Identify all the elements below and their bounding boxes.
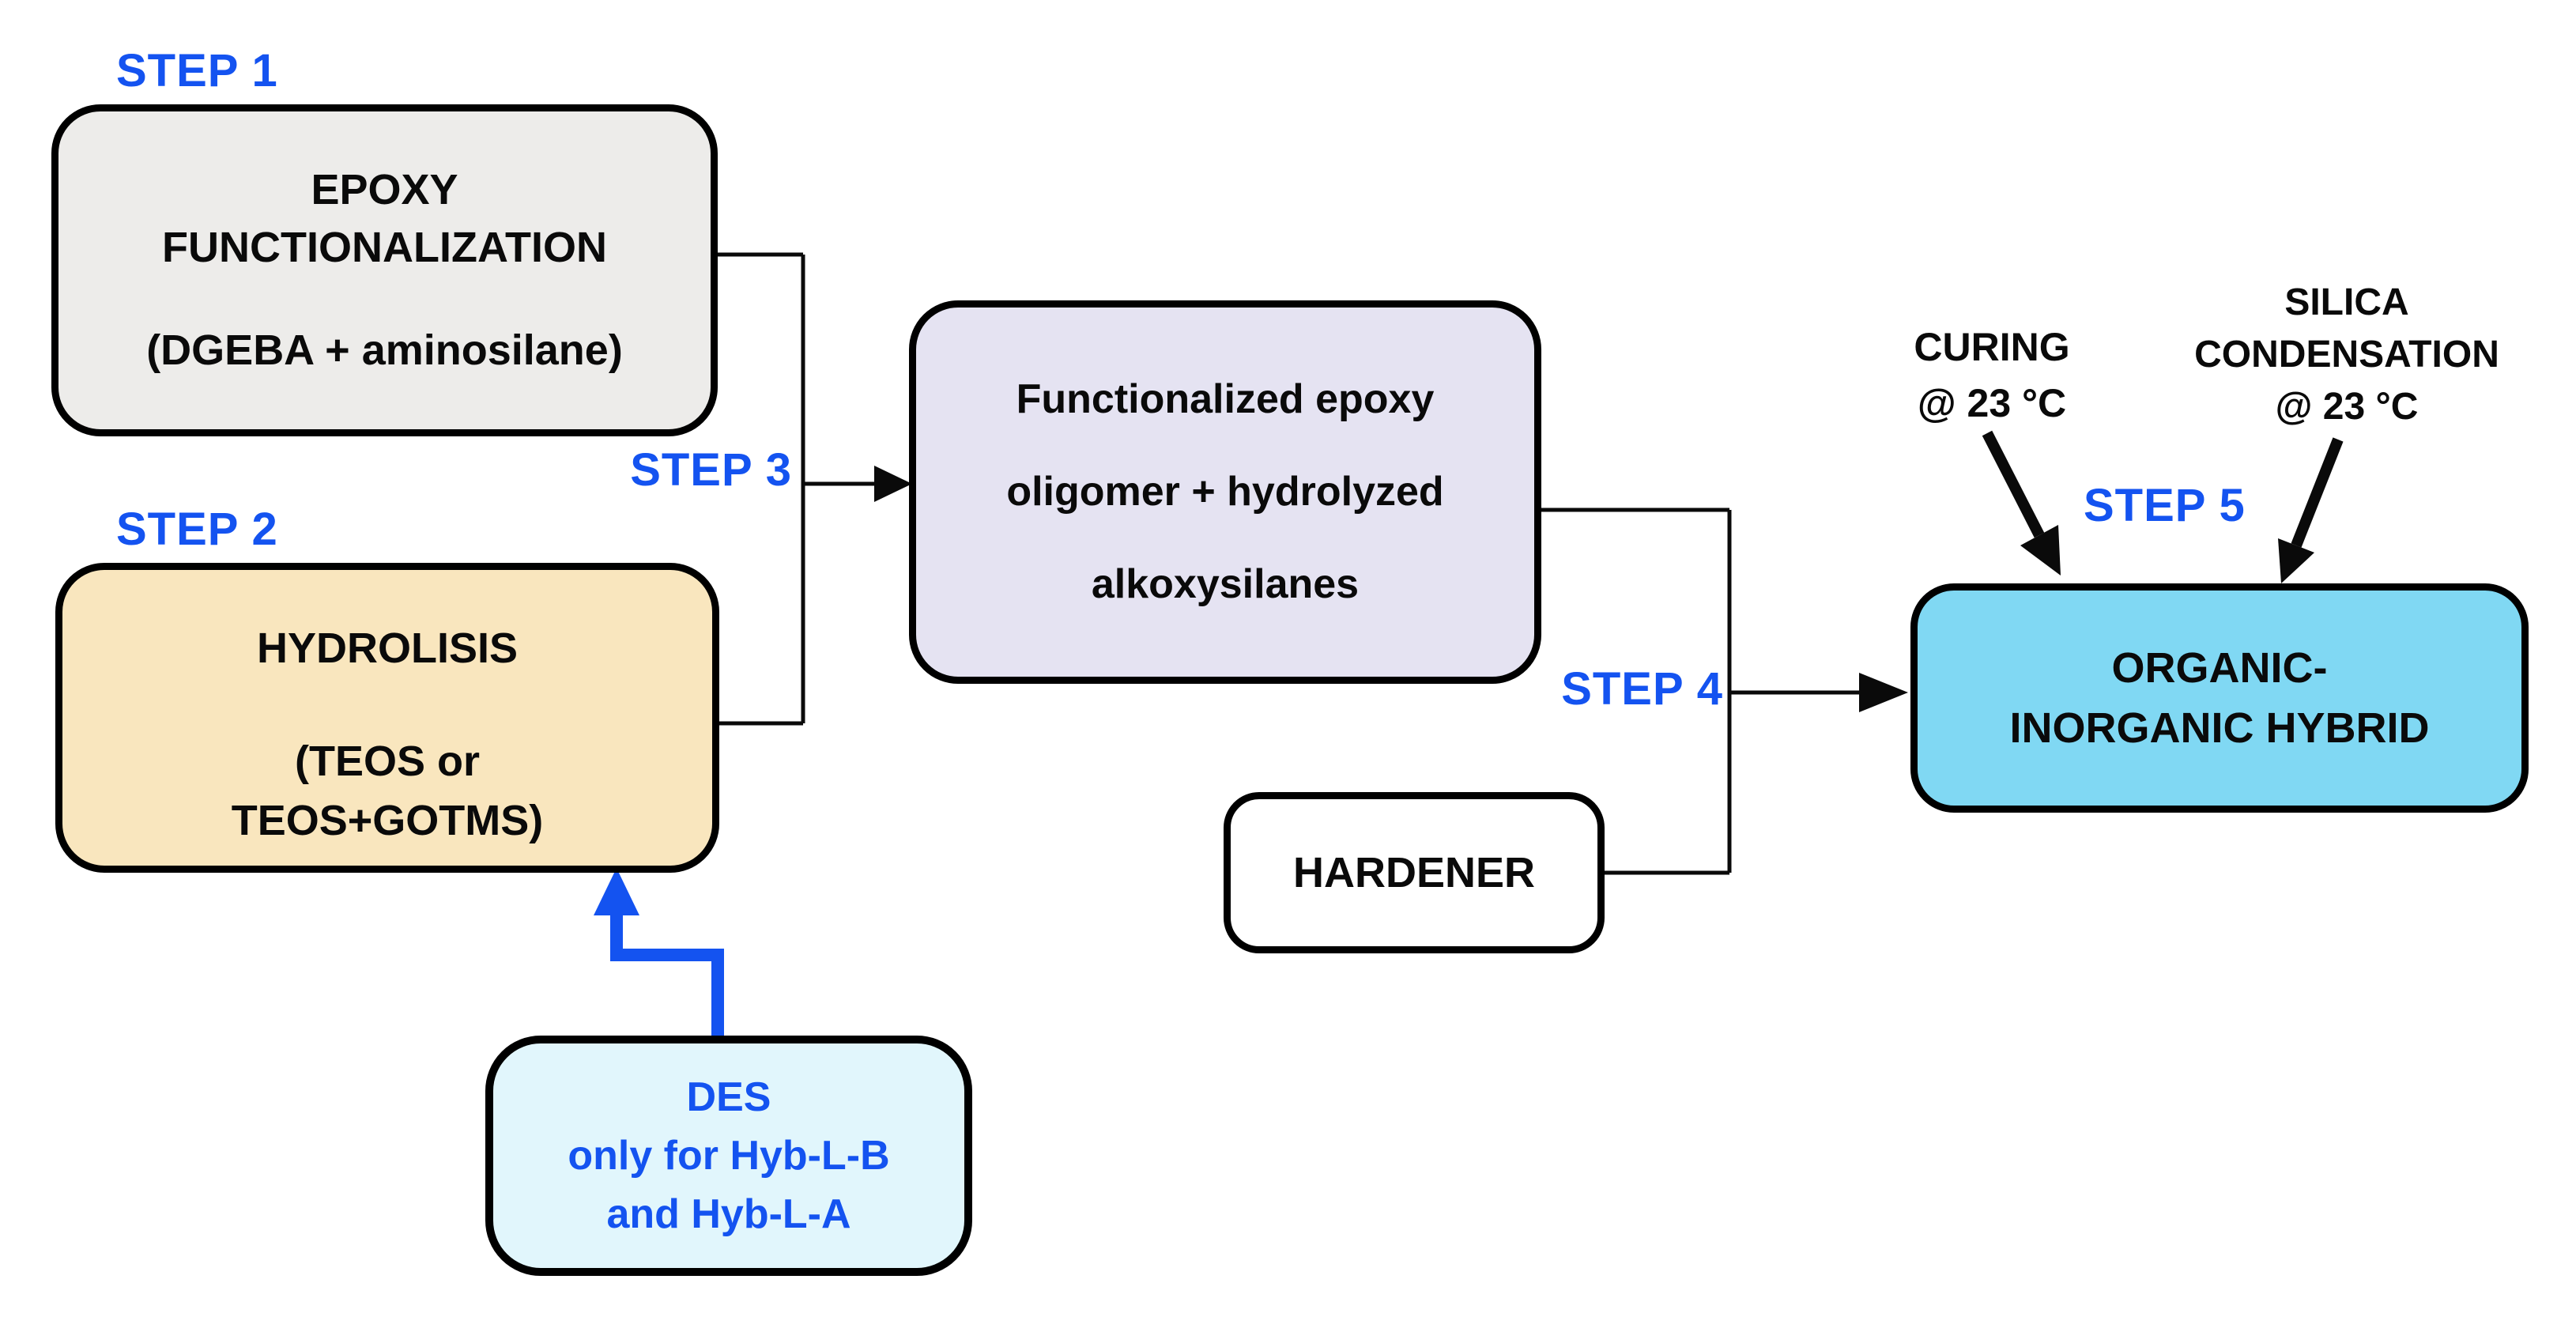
des-box-line: and Hyb-L-A bbox=[606, 1191, 851, 1237]
oligomer-box-line: oligomer + hydrolyzed bbox=[1006, 469, 1444, 515]
functionalized-oligomer-box: Functionalized epoxy oligomer + hydrolyz… bbox=[909, 300, 1541, 684]
step4-label: STEP 4 bbox=[1561, 663, 1723, 715]
organic-inorganic-hybrid-box: ORGANIC- INORGANIC HYBRID bbox=[1910, 583, 2529, 813]
des-arrow-line bbox=[610, 913, 724, 1037]
des-box-line: only for Hyb-L-B bbox=[568, 1133, 890, 1179]
epoxy-box-line: (DGEBA + aminosilane) bbox=[146, 326, 623, 374]
hydrolisis-box-line: (TEOS or bbox=[294, 737, 480, 785]
step2-label: STEP 2 bbox=[116, 504, 278, 555]
des-arrowhead-icon bbox=[594, 868, 639, 915]
oligomer-box-line: alkoxysilanes bbox=[1091, 561, 1360, 607]
silica-line: SILICA bbox=[2284, 281, 2409, 323]
des-box: DES only for Hyb-L-B and Hyb-L-A bbox=[485, 1036, 972, 1276]
curing-arrowhead-icon bbox=[2020, 525, 2061, 575]
curing-line: CURING bbox=[1914, 325, 2070, 369]
condensation-line: CONDENSATION bbox=[2194, 334, 2499, 375]
step4-arrowhead-icon bbox=[1859, 673, 1908, 712]
hydrolisis-box-line: TEOS+GOTMS) bbox=[231, 796, 544, 844]
silica-arrowhead-icon bbox=[2278, 538, 2314, 583]
step5-label: STEP 5 bbox=[2084, 480, 2246, 531]
epoxy-box-line: EPOXY bbox=[311, 166, 458, 213]
curing-annotation: CURING @ 23 °C bbox=[1888, 319, 2096, 432]
hydrolisis-box-line: HYDROLISIS bbox=[256, 624, 519, 672]
curing-temp-line: @ 23 °C bbox=[1917, 381, 2067, 425]
hydrolisis-box: HYDROLISIS (TEOS or TEOS+GOTMS) bbox=[55, 563, 719, 873]
epoxy-box-line: FUNCTIONALIZATION bbox=[162, 224, 607, 271]
step1-label: STEP 1 bbox=[116, 45, 278, 96]
silica-arrow-line bbox=[2291, 437, 2344, 548]
hardener-box: HARDENER bbox=[1224, 792, 1605, 953]
hardener-box-line: HARDENER bbox=[1292, 849, 1536, 896]
curing-arrow-line bbox=[1982, 430, 2045, 538]
epoxy-functionalization-box: EPOXY FUNCTIONALIZATION (DGEBA + aminosi… bbox=[51, 104, 718, 436]
silica-condensation-annotation: SILICA CONDENSATION @ 23 °C bbox=[2159, 277, 2534, 433]
step3-label: STEP 3 bbox=[630, 444, 792, 496]
oligomer-box-line: Functionalized epoxy bbox=[1016, 376, 1435, 422]
hybrid-box-line: INORGANIC HYBRID bbox=[2009, 704, 2430, 752]
des-box-line: DES bbox=[686, 1074, 771, 1120]
hybrid-box-line: ORGANIC- bbox=[2111, 644, 2328, 692]
silica-temp-line: @ 23 °C bbox=[2275, 386, 2419, 428]
step3-arrowhead-icon bbox=[874, 466, 912, 502]
